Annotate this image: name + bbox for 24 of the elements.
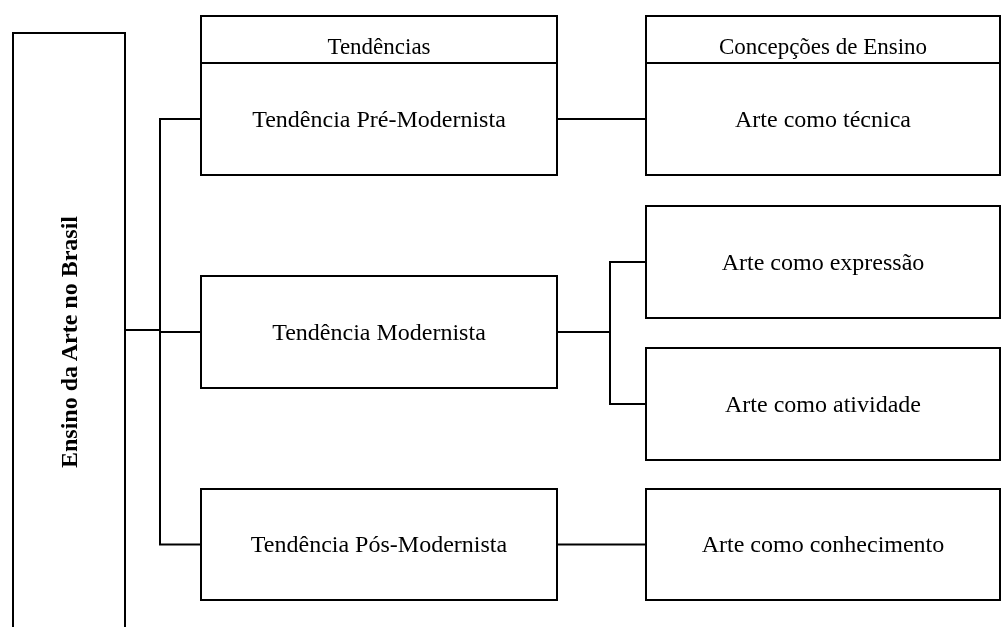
connector-line xyxy=(557,543,646,546)
connector-line xyxy=(125,329,201,546)
box-label: Concepções de Ensino xyxy=(718,34,928,60)
text-box xyxy=(200,488,558,601)
box-label: Arte como atividade xyxy=(725,390,921,418)
box-label: Tendência Pré-Modernista xyxy=(252,105,506,133)
column-header-box xyxy=(645,15,1001,64)
box-label: Tendência Pós-Modernista xyxy=(250,531,508,558)
column-header-box xyxy=(200,15,558,64)
box-label: Tendência Modernista xyxy=(272,318,486,346)
box-label: Tendências xyxy=(327,34,431,60)
box-label: Arte como técnica xyxy=(735,105,911,133)
text-box xyxy=(200,275,558,389)
text-box xyxy=(645,205,1001,319)
connector-line xyxy=(557,331,646,405)
vertical-title: Ensino da Arte no Brasil xyxy=(55,215,83,468)
text-box xyxy=(645,62,1001,176)
text-box xyxy=(12,32,126,627)
text-box xyxy=(645,347,1001,461)
box-label: Arte como conhecimento xyxy=(701,531,945,558)
box-label: Arte como expressão xyxy=(721,248,925,276)
connector-line xyxy=(557,118,646,120)
text-box xyxy=(645,488,1001,601)
text-box xyxy=(200,62,558,176)
